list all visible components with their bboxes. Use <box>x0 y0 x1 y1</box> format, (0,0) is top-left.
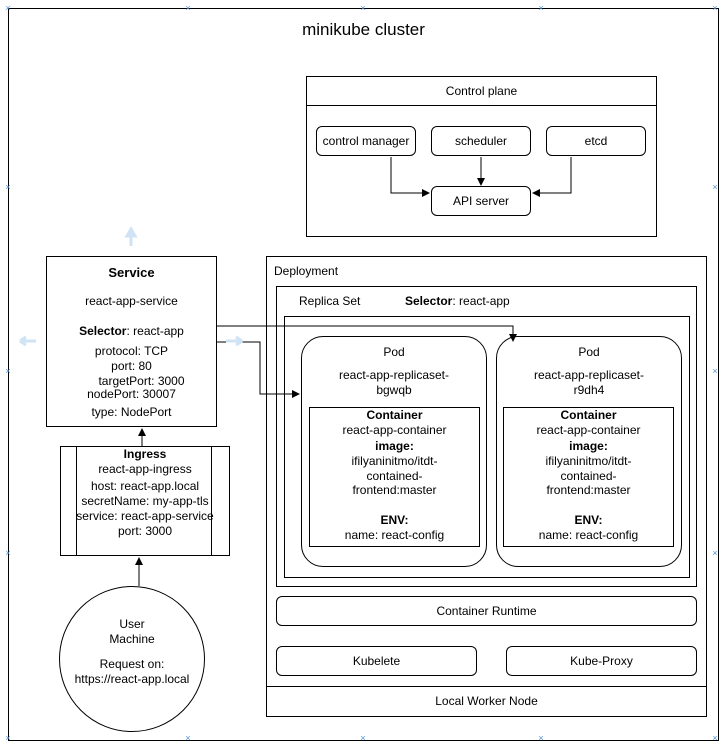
image-line2: contained- <box>366 469 423 483</box>
selection-handle[interactable]: × <box>5 366 11 376</box>
service-selector: Selector: react-app <box>47 324 216 339</box>
replica-set-label: Replica Set <box>299 294 361 308</box>
env-value: name: react-config <box>344 528 445 542</box>
selection-handle[interactable]: × <box>5 182 11 192</box>
service-selector-label: Selector <box>79 324 127 338</box>
selection-handle[interactable]: × <box>360 3 366 13</box>
service-left-hint-arrow <box>19 335 36 347</box>
container-box[interactable]: Container react-app-container image: ifi… <box>503 407 674 547</box>
kubelet-box[interactable]: Kubelete <box>276 646 477 676</box>
ingress-title: Ingress <box>123 447 167 461</box>
replica-set-selector-value: : react-app <box>452 294 510 308</box>
control-manager-box[interactable]: control manager <box>316 126 416 156</box>
selection-handle[interactable]: × <box>5 548 11 558</box>
service-node-port: nodePort: 30007 <box>87 387 176 401</box>
env-label: ENV: <box>574 513 603 527</box>
pod-name-suffix: r9dh4 <box>573 383 605 397</box>
pod-title: Pod <box>578 345 600 359</box>
service-port: port: 80 <box>111 359 152 373</box>
selection-handle[interactable]: × <box>538 3 544 13</box>
selection-handle[interactable]: × <box>712 366 718 376</box>
worker-node-label: Local Worker Node <box>266 686 707 717</box>
image-line1: ifilyaninitmo/itdt- <box>351 454 438 468</box>
cluster-title: minikube cluster <box>302 20 425 39</box>
user-machine-line1: User <box>119 617 145 631</box>
container-title: Container <box>560 408 617 422</box>
ingress-box[interactable]: Ingress react-app-ingress host: react-ap… <box>60 446 230 556</box>
selection-handle[interactable]: × <box>5 3 11 13</box>
image-label: image: <box>375 439 414 453</box>
image-line3: frontend:master <box>352 483 437 497</box>
selection-handle[interactable]: × <box>185 3 191 13</box>
etcd-box[interactable]: etcd <box>546 126 646 156</box>
container-name: react-app-container <box>342 423 447 437</box>
selection-handle[interactable]: × <box>360 733 366 743</box>
kube-proxy-box[interactable]: Kube-Proxy <box>506 646 697 676</box>
pod-title: Pod <box>383 345 405 359</box>
pod-name: react-app-replicaset- <box>533 368 645 382</box>
service-selector-value: : react-app <box>126 324 184 338</box>
env-label: ENV: <box>380 513 409 527</box>
selection-handle[interactable]: × <box>712 733 718 743</box>
pod-box[interactable]: Pod react-app-replicaset- bgwqb Containe… <box>301 336 487 567</box>
image-label: image: <box>569 439 608 453</box>
ingress-name: react-app-ingress <box>98 462 192 476</box>
service-name: react-app-service <box>85 294 178 308</box>
arrow-etcd-to-api <box>532 157 572 197</box>
scheduler-box[interactable]: scheduler <box>431 126 531 156</box>
control-plane-title: Control plane <box>306 76 657 106</box>
user-machine-circle[interactable]: User Machine Request on: https://react-a… <box>59 586 205 732</box>
request-label: Request on: <box>99 657 165 671</box>
user-machine-line2: Machine <box>109 632 155 646</box>
ingress-right-bar <box>211 447 212 555</box>
service-protocol: protocol: TCP <box>94 344 169 358</box>
container-runtime-box[interactable]: Container Runtime <box>276 596 697 626</box>
container-name: react-app-container <box>536 423 641 437</box>
request-url: https://react-app.local <box>74 672 190 686</box>
selection-handle[interactable]: × <box>712 3 718 13</box>
replica-set-selector: Selector: react-app <box>405 294 510 309</box>
image-line3: frontend:master <box>546 483 631 497</box>
service-right-hint-arrow <box>226 335 243 347</box>
image-line2: contained- <box>560 469 617 483</box>
replica-set-selector-label: Selector <box>405 294 453 308</box>
selection-handle[interactable]: × <box>538 733 544 743</box>
service-target-port: targetPort: 3000 <box>98 374 185 388</box>
service-up-hint-arrow <box>124 225 138 246</box>
selection-handle[interactable]: × <box>5 733 11 743</box>
arrow-service-to-pod-1 <box>217 341 300 398</box>
pod-name-suffix: bgwqb <box>376 383 412 397</box>
arrow-service-to-pod-2 <box>217 325 517 342</box>
container-box[interactable]: Container react-app-container image: ifi… <box>309 407 480 547</box>
image-line1: ifilyaninitmo/itdt- <box>545 454 632 468</box>
arrow-control-manager-to-api <box>390 157 430 197</box>
pod-box[interactable]: Pod react-app-replicaset- r9dh4 Containe… <box>496 336 682 567</box>
service-title: Service <box>108 265 155 280</box>
cluster-frame <box>8 8 719 741</box>
ingress-port: port: 3000 <box>117 524 173 538</box>
ingress-secret: secretName: my-app-tls <box>81 494 209 508</box>
ingress-left-bar <box>76 447 77 555</box>
api-server-box[interactable]: API server <box>431 186 531 216</box>
ingress-host: host: react-app.local <box>90 479 200 493</box>
env-value: name: react-config <box>538 528 639 542</box>
selection-handle[interactable]: × <box>185 733 191 743</box>
service-box[interactable]: Service react-app-service Selector: reac… <box>46 256 217 427</box>
pod-name: react-app-replicaset- <box>338 368 450 382</box>
selection-handle[interactable]: × <box>712 182 718 192</box>
ingress-service: service: react-app-service <box>76 509 214 523</box>
container-title: Container <box>366 408 423 422</box>
selection-handle[interactable]: × <box>712 548 718 558</box>
deployment-label: Deployment <box>274 264 339 278</box>
service-type: type: NodePort <box>91 405 172 419</box>
